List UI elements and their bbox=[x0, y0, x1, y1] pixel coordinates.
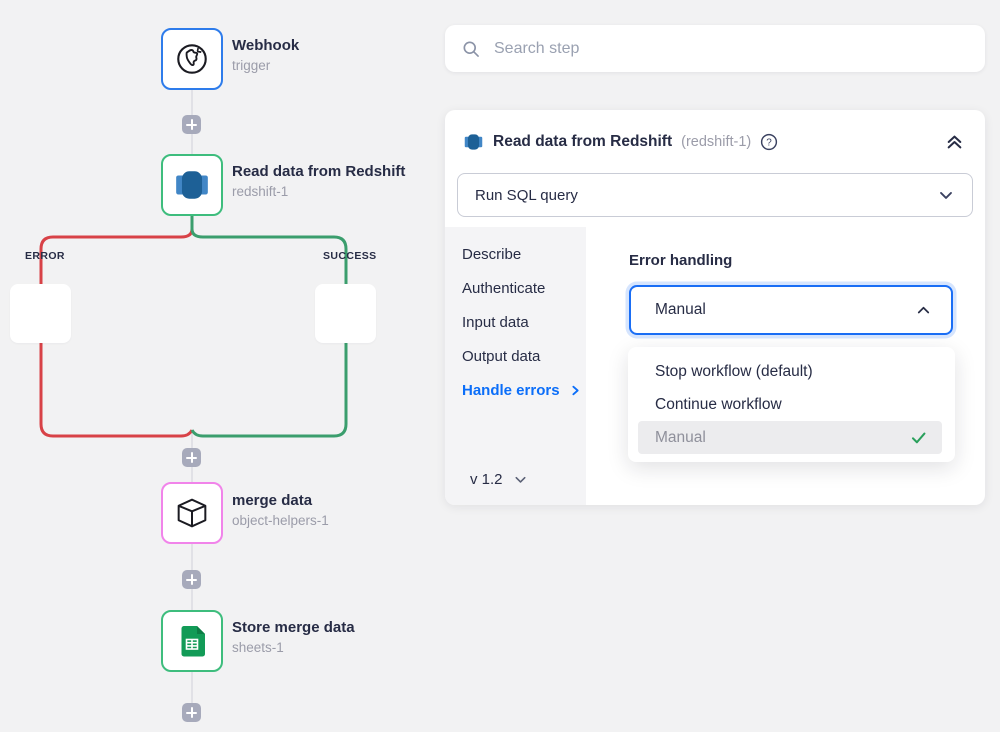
menu-option-continue-workflow[interactable]: Continue workflow bbox=[655, 395, 782, 413]
node-title: Store merge data bbox=[232, 619, 355, 636]
node-label: Store merge data sheets-1 bbox=[232, 619, 355, 655]
node-title: Webhook bbox=[232, 37, 300, 54]
search-bar bbox=[445, 25, 985, 72]
panel-body: Describe Authenticate Input data Output … bbox=[445, 227, 985, 505]
panel-sidebar: Describe Authenticate Input data Output … bbox=[445, 227, 586, 505]
add-step-button[interactable] bbox=[182, 448, 201, 467]
add-step-button[interactable] bbox=[182, 570, 201, 589]
error-branch-path bbox=[39, 224, 194, 438]
node-label: merge data object-helpers-1 bbox=[232, 492, 329, 528]
node-label: Webhook trigger bbox=[232, 37, 299, 73]
menu-option-label: Manual bbox=[655, 428, 706, 446]
help-icon[interactable]: ? bbox=[760, 133, 778, 151]
tab-handle-errors[interactable]: Handle errors bbox=[462, 380, 586, 401]
double-chevron-up-icon bbox=[947, 135, 962, 149]
menu-option-stop-workflow[interactable]: Stop workflow (default) bbox=[655, 362, 813, 380]
panel-step-instance: (redshift-1) bbox=[681, 134, 752, 150]
branch-connectors bbox=[39, 216, 348, 438]
error-branch-slot[interactable] bbox=[10, 284, 71, 343]
globe-icon bbox=[177, 44, 207, 74]
chevron-down-icon bbox=[940, 192, 952, 199]
version-select[interactable]: v 1.2 bbox=[462, 471, 586, 488]
tab-label: Handle errors bbox=[462, 382, 560, 399]
operation-select[interactable]: Run SQL query bbox=[457, 173, 973, 217]
error-handling-section: Error handling Manual Stop workflow (def… bbox=[586, 227, 985, 505]
node-subtitle: object-helpers-1 bbox=[232, 513, 329, 528]
svg-text:?: ? bbox=[767, 138, 773, 149]
node-subtitle: trigger bbox=[232, 58, 271, 73]
node-title: merge data bbox=[232, 492, 313, 509]
error-handling-menu: Stop workflow (default) Continue workflo… bbox=[628, 347, 955, 462]
chevron-up-icon bbox=[917, 306, 930, 313]
chevron-down-icon bbox=[515, 476, 526, 483]
node-title: Read data from Redshift bbox=[232, 163, 406, 180]
tab-describe[interactable]: Describe bbox=[462, 246, 522, 263]
cube-icon bbox=[177, 498, 207, 528]
collapse-panel-button[interactable] bbox=[944, 132, 965, 152]
success-branch-slot[interactable] bbox=[315, 284, 376, 343]
node-merge-data[interactable] bbox=[161, 482, 223, 544]
tab-input-data[interactable]: Input data bbox=[462, 314, 529, 331]
version-label: v 1.2 bbox=[470, 471, 503, 488]
add-step-button[interactable] bbox=[182, 703, 201, 722]
operation-select-value: Run SQL query bbox=[475, 186, 578, 204]
error-handling-select-value: Manual bbox=[655, 301, 706, 318]
add-step-button[interactable] bbox=[182, 115, 201, 134]
menu-option-manual[interactable]: Manual bbox=[638, 421, 942, 454]
plus-icon bbox=[182, 570, 201, 589]
panel-title: Read data from Redshift bbox=[493, 133, 673, 150]
node-label: Read data from Redshift redshift-1 bbox=[232, 163, 405, 199]
search-input[interactable] bbox=[494, 39, 969, 58]
plus-icon bbox=[182, 448, 201, 467]
redshift-icon bbox=[464, 134, 483, 150]
node-webhook[interactable] bbox=[161, 28, 223, 90]
success-branch-path bbox=[190, 216, 348, 438]
node-redshift[interactable] bbox=[161, 154, 223, 216]
redshift-icon bbox=[176, 171, 208, 199]
panel-header: Read data from Redshift (redshift-1) ? bbox=[445, 110, 985, 166]
node-subtitle: sheets-1 bbox=[232, 640, 284, 655]
connector-line bbox=[191, 670, 193, 712]
chevron-right-icon bbox=[571, 385, 579, 396]
sheets-icon bbox=[181, 626, 205, 657]
plus-icon bbox=[182, 115, 201, 134]
success-branch-label: SUCCESS bbox=[323, 250, 377, 262]
plus-icon bbox=[182, 703, 201, 722]
check-icon bbox=[911, 432, 926, 444]
tab-authenticate[interactable]: Authenticate bbox=[462, 280, 546, 297]
step-config-panel: Read data from Redshift (redshift-1) ? R… bbox=[445, 110, 985, 505]
search-icon bbox=[463, 41, 479, 57]
section-heading: Error handling bbox=[629, 252, 733, 269]
error-branch-label: ERROR bbox=[25, 250, 65, 262]
node-store-merge-data[interactable] bbox=[161, 610, 223, 672]
error-handling-select[interactable]: Manual bbox=[629, 285, 953, 335]
node-subtitle: redshift-1 bbox=[232, 184, 289, 199]
tab-output-data[interactable]: Output data bbox=[462, 348, 541, 365]
